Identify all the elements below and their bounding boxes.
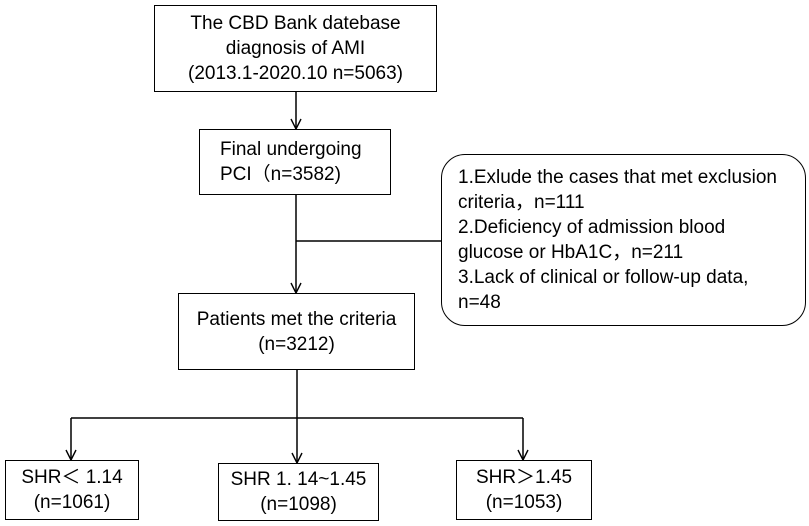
node-group-2: SHR 1. 14~1.45 (n=1098) — [218, 463, 379, 521]
node-pci: Final undergoing PCI（n=3582) — [199, 129, 391, 195]
node-pci-line: PCI（n=3582) — [220, 164, 341, 185]
node-group-3-line: (n=1053) — [485, 492, 563, 513]
node-group-1-line: SHR＜ 1.14 — [21, 467, 123, 488]
node-criteria: Patients met the criteria (n=3212) — [178, 293, 415, 370]
node-exclusion-line: 3.Lack of clinical or follow-up data, — [458, 267, 749, 288]
node-source-line: The CBD Bank datebase — [190, 13, 401, 34]
node-exclusion-line: 1.Exlude the cases that met exclusion — [458, 167, 777, 188]
node-group-2-line: (n=1098) — [260, 494, 337, 515]
node-pci-line: Final undergoing — [220, 139, 362, 160]
node-exclusion-line: n=48 — [458, 292, 501, 313]
node-group-2-line: SHR 1. 14~1.45 — [230, 469, 367, 490]
node-group-3-line: SHR＞1.45 — [475, 467, 573, 488]
node-source-line: (2013.1-2020.10 n=5063) — [188, 63, 403, 84]
node-source-line: diagnosis of AMI — [225, 38, 366, 59]
node-exclusion: 1.Exlude the cases that met exclusion cr… — [441, 154, 806, 326]
node-criteria-line: (n=3212) — [258, 333, 335, 355]
node-exclusion-line: glucose or HbA1C，n=211 — [458, 242, 684, 263]
node-exclusion-line: 2.Deficiency of admission blood — [458, 217, 726, 238]
node-group-1: SHR＜ 1.14 (n=1061) — [5, 460, 139, 520]
node-group-1-line: (n=1061) — [33, 492, 111, 513]
node-source: The CBD Bank datebase diagnosis of AMI (… — [154, 5, 437, 92]
node-exclusion-line: criteria，n=111 — [458, 192, 585, 213]
node-criteria-line: Patients met the criteria — [196, 308, 397, 330]
node-group-3: SHR＞1.45 (n=1053) — [456, 460, 592, 520]
